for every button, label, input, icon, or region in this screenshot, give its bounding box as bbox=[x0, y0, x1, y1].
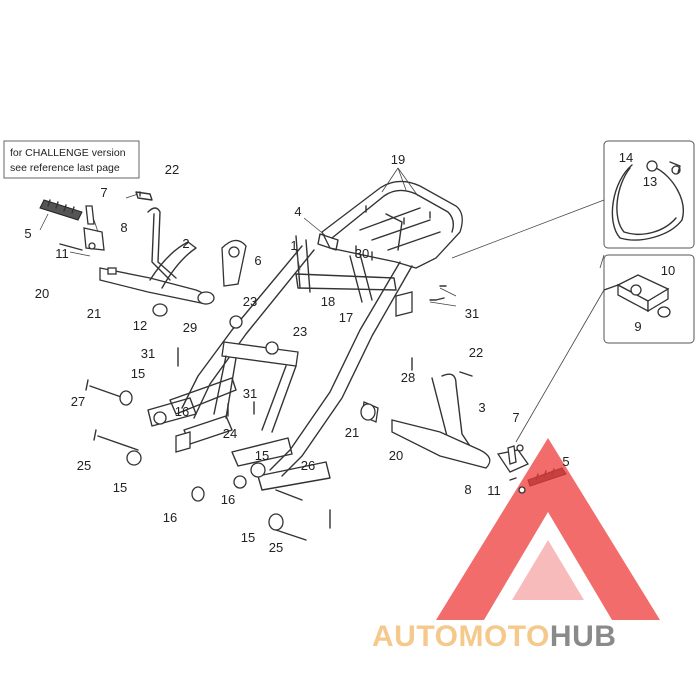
inset-hinge-box bbox=[603, 254, 695, 344]
svg-text:AUTOMOTOHUB: AUTOMOTOHUB bbox=[372, 620, 616, 653]
callout-c16b: 16 bbox=[163, 510, 177, 525]
callout-c3: 3 bbox=[478, 400, 485, 415]
callout-c14: 14 bbox=[619, 150, 633, 165]
callout-c20a: 20 bbox=[35, 286, 49, 301]
leader-lines bbox=[39, 167, 457, 307]
callout-c13: 13 bbox=[643, 174, 657, 189]
callout-c8a: 8 bbox=[120, 220, 127, 235]
callout-c28: 28 bbox=[401, 370, 415, 385]
callout-c4: 4 bbox=[294, 204, 301, 219]
callout-c22b: 22 bbox=[469, 345, 483, 360]
callout-labels: 1 2 3 4 5 5 6 7 7 8 8 9 10 11 11 12 13 1… bbox=[24, 150, 675, 555]
callout-c8b: 8 bbox=[464, 482, 471, 497]
callout-c5b: 5 bbox=[562, 454, 569, 469]
callout-c11b: 11 bbox=[487, 483, 501, 498]
rear-subframe bbox=[147, 180, 463, 491]
callout-c7a: 7 bbox=[100, 185, 107, 200]
callout-c24: 24 bbox=[223, 426, 237, 441]
callout-c25b: 25 bbox=[269, 540, 283, 555]
callout-c15b: 15 bbox=[113, 480, 127, 495]
callout-c20b: 20 bbox=[389, 448, 403, 463]
callout-c12: 12 bbox=[133, 318, 147, 333]
note-line-2: see reference last page bbox=[10, 162, 120, 174]
callout-c15d: 15 bbox=[241, 530, 255, 545]
callout-c1: 1 bbox=[290, 238, 297, 253]
callout-c22a: 22 bbox=[165, 162, 179, 177]
right-footpeg-assembly bbox=[360, 373, 567, 487]
callout-c21b: 21 bbox=[345, 425, 359, 440]
callout-c16c: 16 bbox=[221, 492, 235, 507]
callout-c17: 17 bbox=[339, 310, 353, 325]
callout-c27: 27 bbox=[71, 394, 85, 409]
watermark-text: AUTOMOTOHUB bbox=[372, 620, 616, 653]
left-footpeg-assembly bbox=[39, 191, 247, 317]
callout-c9: 9 bbox=[634, 319, 641, 334]
watermark-logo bbox=[436, 438, 660, 620]
inset-leader-lines bbox=[451, 199, 605, 443]
callout-c29: 29 bbox=[183, 320, 197, 335]
washers bbox=[88, 242, 526, 494]
fasteners bbox=[85, 191, 517, 541]
callout-c6: 6 bbox=[254, 253, 261, 268]
callout-c31c: 31 bbox=[243, 386, 257, 401]
callout-c5a: 5 bbox=[24, 226, 31, 241]
callout-c19: 19 bbox=[391, 152, 405, 167]
inset-cable-box bbox=[603, 140, 695, 249]
callout-c26: 26 bbox=[301, 458, 315, 473]
callout-c15a: 15 bbox=[131, 366, 145, 381]
callout-c15c: 15 bbox=[255, 448, 269, 463]
callout-c7b: 7 bbox=[512, 410, 519, 425]
callout-c30: 30 bbox=[355, 246, 369, 261]
callout-c16a: 16 bbox=[175, 404, 189, 419]
callout-c11a: 11 bbox=[55, 246, 69, 261]
callout-c18: 18 bbox=[321, 294, 335, 309]
callout-c25a: 25 bbox=[77, 458, 91, 473]
callout-c2: 2 bbox=[182, 236, 189, 251]
callout-c31a: 31 bbox=[465, 306, 479, 321]
callout-c10: 10 bbox=[661, 263, 675, 278]
callout-c23b: 23 bbox=[293, 324, 307, 339]
watermark-word-auto: AUTO bbox=[372, 620, 458, 653]
callout-c21a: 21 bbox=[87, 306, 101, 321]
watermark-word-moto: MOTO bbox=[458, 620, 549, 653]
callout-c31b: 31 bbox=[141, 346, 155, 361]
callout-c23a: 23 bbox=[243, 294, 257, 309]
challenge-note: for CHALLENGE version see reference last… bbox=[3, 140, 140, 179]
note-line-1: for CHALLENGE version bbox=[10, 147, 126, 159]
watermark-word-hub: HUB bbox=[550, 620, 617, 653]
